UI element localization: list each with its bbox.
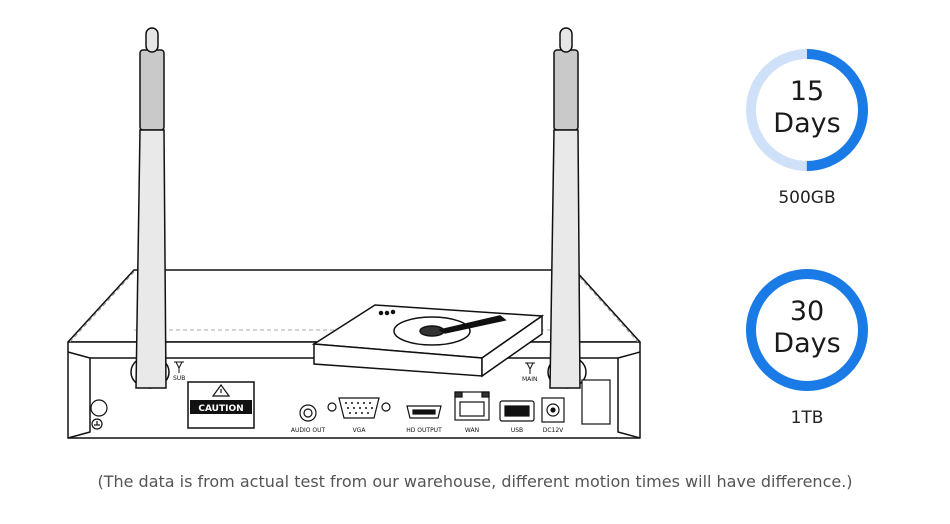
vga-label: VGA — [353, 427, 367, 434]
dc12v-port — [541, 397, 565, 423]
side-switch — [581, 379, 611, 425]
retention-days-unit: Days — [773, 328, 841, 359]
ground-screw-icon — [90, 399, 108, 430]
storage-progress-arc — [746, 49, 868, 171]
audio-out-label: AUDIO OUT — [291, 427, 326, 434]
antenna-symbol-icon — [525, 362, 535, 374]
hard-drive-icon — [311, 304, 545, 378]
right-antenna — [547, 27, 587, 389]
antenna-symbol-icon — [174, 361, 184, 373]
hdmi-port — [406, 405, 442, 419]
hd-output-label: HD OUTPUT — [406, 427, 442, 434]
sub-label: SUB — [173, 375, 185, 382]
left-antenna — [130, 27, 170, 389]
storage-capacity: 1TB — [790, 408, 824, 428]
storage-progress-arc — [746, 269, 868, 391]
storage-capacity: 500GB — [778, 188, 836, 208]
retention-days-value: 30 — [789, 296, 825, 327]
retention-days-unit: Days — [773, 108, 841, 139]
caution-label-plate: CAUTION — [187, 381, 255, 429]
footnote-disclaimer: (The data is from actual test from our w… — [97, 472, 853, 491]
storage-ring-500gb: 15 Days 500GB — [737, 44, 877, 208]
main-label: MAIN — [522, 376, 538, 383]
wan-label: WAN — [465, 427, 479, 434]
wan-port — [454, 391, 490, 421]
retention-days-value: 15 — [789, 76, 825, 107]
caution-text: CAUTION — [198, 404, 243, 414]
vga-port — [327, 397, 391, 419]
usb-port — [499, 400, 535, 422]
audio-out-port — [299, 404, 317, 422]
dc12v-label: DC12V — [543, 427, 564, 434]
nvr-device-illustration: SUB MAIN CAUTION AUDIO OUT VGA H — [67, 27, 641, 439]
storage-ring-1tb: 30 Days 1TB — [737, 264, 877, 428]
usb-label: USB — [511, 427, 523, 434]
